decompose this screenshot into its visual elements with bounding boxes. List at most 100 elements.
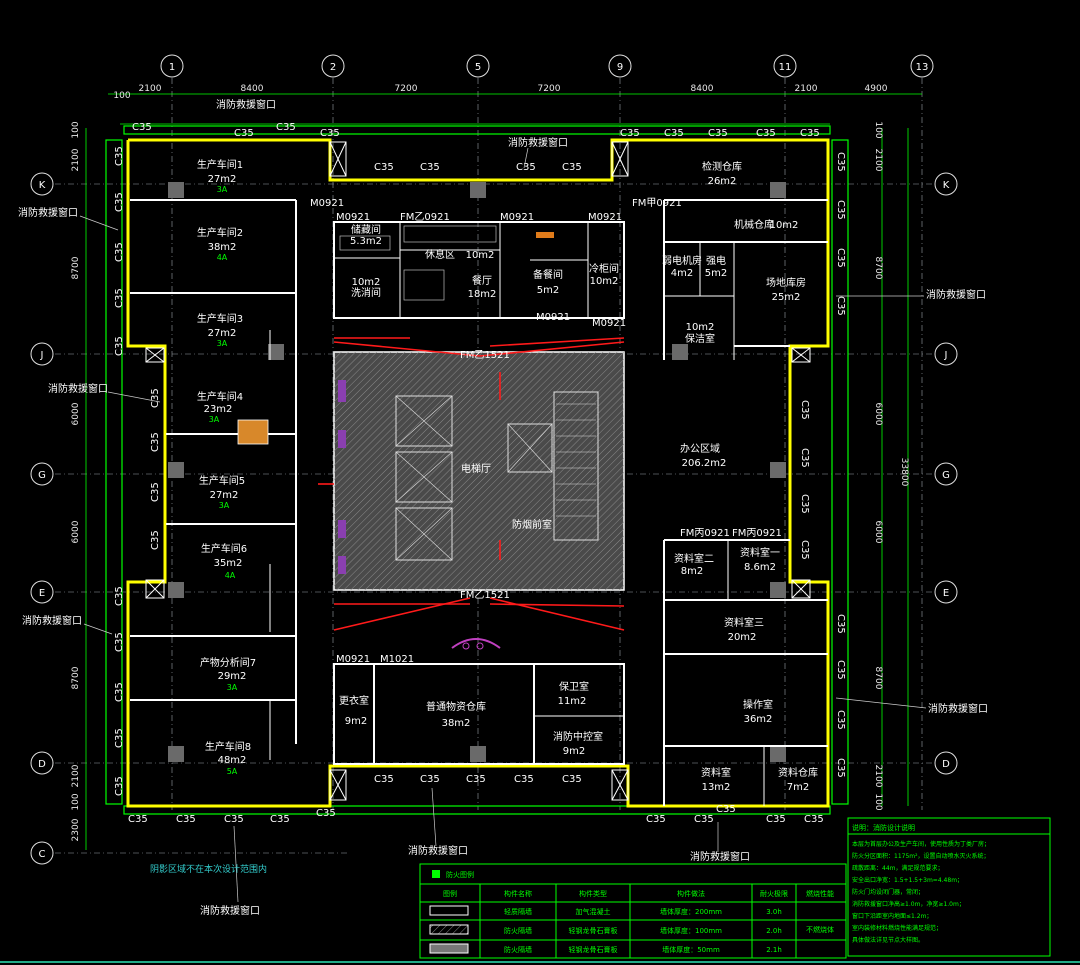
legend-cell: 2.0h xyxy=(766,927,782,935)
room-area: 18m2 xyxy=(468,289,497,300)
door-codes: M0921 FM乙0921 M0921 M0921 FM甲0921 M0921 … xyxy=(310,198,782,665)
c35-label: C35 xyxy=(835,660,846,680)
room-name: 生产车间4 xyxy=(197,390,243,403)
c35-label: C35 xyxy=(114,682,125,702)
axis-label: J xyxy=(40,350,44,361)
legend-cell: 轻钢龙骨石膏板 xyxy=(569,926,618,935)
c35-label: C35 xyxy=(799,540,810,560)
notes-line: 消防救援窗口净高≥1.0m，净宽≥1.0m； xyxy=(852,900,965,908)
c35-label: C35 xyxy=(694,814,714,825)
room-name: 强电 xyxy=(706,254,726,267)
c35-label: C35 xyxy=(316,808,336,819)
axis-label: 1 xyxy=(169,62,175,73)
legend-cell: 轻钢龙骨石膏板 xyxy=(569,945,618,954)
room-area: 206.2m2 xyxy=(682,458,727,469)
c35-label: C35 xyxy=(466,774,486,785)
room-name: 防烟前室 xyxy=(512,518,552,531)
door-code: FM乙1521 xyxy=(460,589,510,601)
axis-label: G xyxy=(38,470,46,481)
dim-text: 100 xyxy=(71,121,81,138)
room-name: 洗消间 xyxy=(351,286,381,299)
dimension-top: 100 2100 8400 7200 7200 8400 2100 4900 xyxy=(108,84,922,125)
c35-label: C35 xyxy=(150,432,161,452)
room-area: 27m2 xyxy=(210,490,239,501)
room-area: 13m2 xyxy=(702,782,731,793)
room-area: 5.3m2 xyxy=(350,236,382,247)
door-code: M0921 xyxy=(536,312,570,323)
door-code: M0921 xyxy=(500,212,534,223)
room-area: 20m2 xyxy=(728,632,757,643)
center-top-block: 储藏间 5.3m2 休息区 10m2 洗消间 10m2 餐厅 18m2 备餐间 … xyxy=(333,221,625,319)
room-r3: 生产车间3 27m2 3A xyxy=(197,312,243,348)
room-name: 资料室一 xyxy=(740,546,780,559)
room-tag: 3A xyxy=(209,415,220,424)
c35-label: C35 xyxy=(804,814,824,825)
dim-text: 2100 xyxy=(71,148,81,171)
axis-label: C xyxy=(39,849,46,860)
rescue-window-label: 消防救援窗口 xyxy=(926,288,986,301)
rescue-window-label: 消防救援窗口 xyxy=(408,844,468,857)
c35-label: C35 xyxy=(620,128,640,139)
room-name: 生产车间6 xyxy=(201,542,247,555)
c35-label: C35 xyxy=(562,162,582,173)
dim-text: 6000 xyxy=(873,521,883,544)
room-tag: 3A xyxy=(219,501,230,510)
legend-cell: 不燃烧体 xyxy=(806,925,834,934)
right-wing-walls xyxy=(663,199,828,806)
legend-header: 燃烧性能 xyxy=(806,889,834,898)
core-block: 电梯厅 防烟前室 xyxy=(333,351,625,591)
legend-cell: 防火隔墙 xyxy=(504,945,532,954)
room-name: 生产车间2 xyxy=(197,226,243,239)
room-area: 23m2 xyxy=(204,404,233,415)
legend-header: 构件名称 xyxy=(504,889,532,898)
legend-title: 防火图例 xyxy=(446,870,474,879)
legend-cell: 墙体厚度：100mm xyxy=(660,926,722,935)
dim-text: 2100 xyxy=(873,765,883,788)
room-name: 普通物资仓库 xyxy=(426,700,486,713)
legend-cell: 防火隔墙 xyxy=(504,926,532,935)
door-code: M0921 xyxy=(336,212,370,223)
room-area: 10m2 xyxy=(466,250,495,261)
c35-label: C35 xyxy=(420,774,440,785)
room-area: 10m2 xyxy=(590,276,619,287)
c35-label: C35 xyxy=(799,400,810,420)
axis-label: K xyxy=(943,180,950,191)
c35-label: C35 xyxy=(766,814,786,825)
room-r7: 产物分析间7 29m2 3A xyxy=(200,656,256,692)
notes-line: 安全出口净宽：1.5+1.5+3m=4.48m； xyxy=(852,876,963,884)
legend-header: 构件做法 xyxy=(677,889,705,898)
notes-line: 疏散距离：44m，满足规范要求； xyxy=(852,864,943,872)
door-code: M0921 xyxy=(588,212,622,223)
c35-label: C35 xyxy=(132,122,152,133)
room-tag: 3A xyxy=(217,185,228,194)
notes-box: 说明：消防设计说明 本层为首层办公及生产车间，使用性质为丁类厂房； 防火分区面积… xyxy=(847,817,1051,957)
room-tag: 3A xyxy=(227,683,238,692)
c35-label: C35 xyxy=(114,336,125,356)
notes-title: 说明：消防设计说明 xyxy=(852,823,915,832)
dim-text: 2100 xyxy=(873,149,883,172)
c35-label: C35 xyxy=(150,530,161,550)
c35-label: C35 xyxy=(646,814,666,825)
room-name: 保洁室 xyxy=(685,332,715,345)
c35-label: C35 xyxy=(835,248,846,268)
c35-label: C35 xyxy=(374,774,394,785)
scope-note: 阴影区域不在本次设计范围内 xyxy=(150,863,267,875)
c35-label: C35 xyxy=(176,814,196,825)
door-code: FM乙1521 xyxy=(460,349,510,361)
room-tag: 4A xyxy=(225,571,236,580)
room-r8: 生产车间8 48m2 5A xyxy=(205,740,251,776)
room-area: 48m2 xyxy=(218,755,247,766)
c35-label: C35 xyxy=(708,128,728,139)
room-area: 11m2 xyxy=(558,696,587,707)
legend-cell: 2.1h xyxy=(766,946,782,954)
c35-label: C35 xyxy=(114,288,125,308)
c35-label: C35 xyxy=(128,814,148,825)
door-code: FM丙0921 xyxy=(732,528,782,539)
columns xyxy=(145,141,811,801)
notes-line: 窗口下沿距室内地面≤1.2m； xyxy=(852,912,932,920)
c35-label: C35 xyxy=(234,128,254,139)
room-area: 9m2 xyxy=(563,746,585,757)
room-name: 生产车间1 xyxy=(197,158,243,171)
axis-bubbles-side: K J G E D C K J G E D xyxy=(30,172,958,865)
